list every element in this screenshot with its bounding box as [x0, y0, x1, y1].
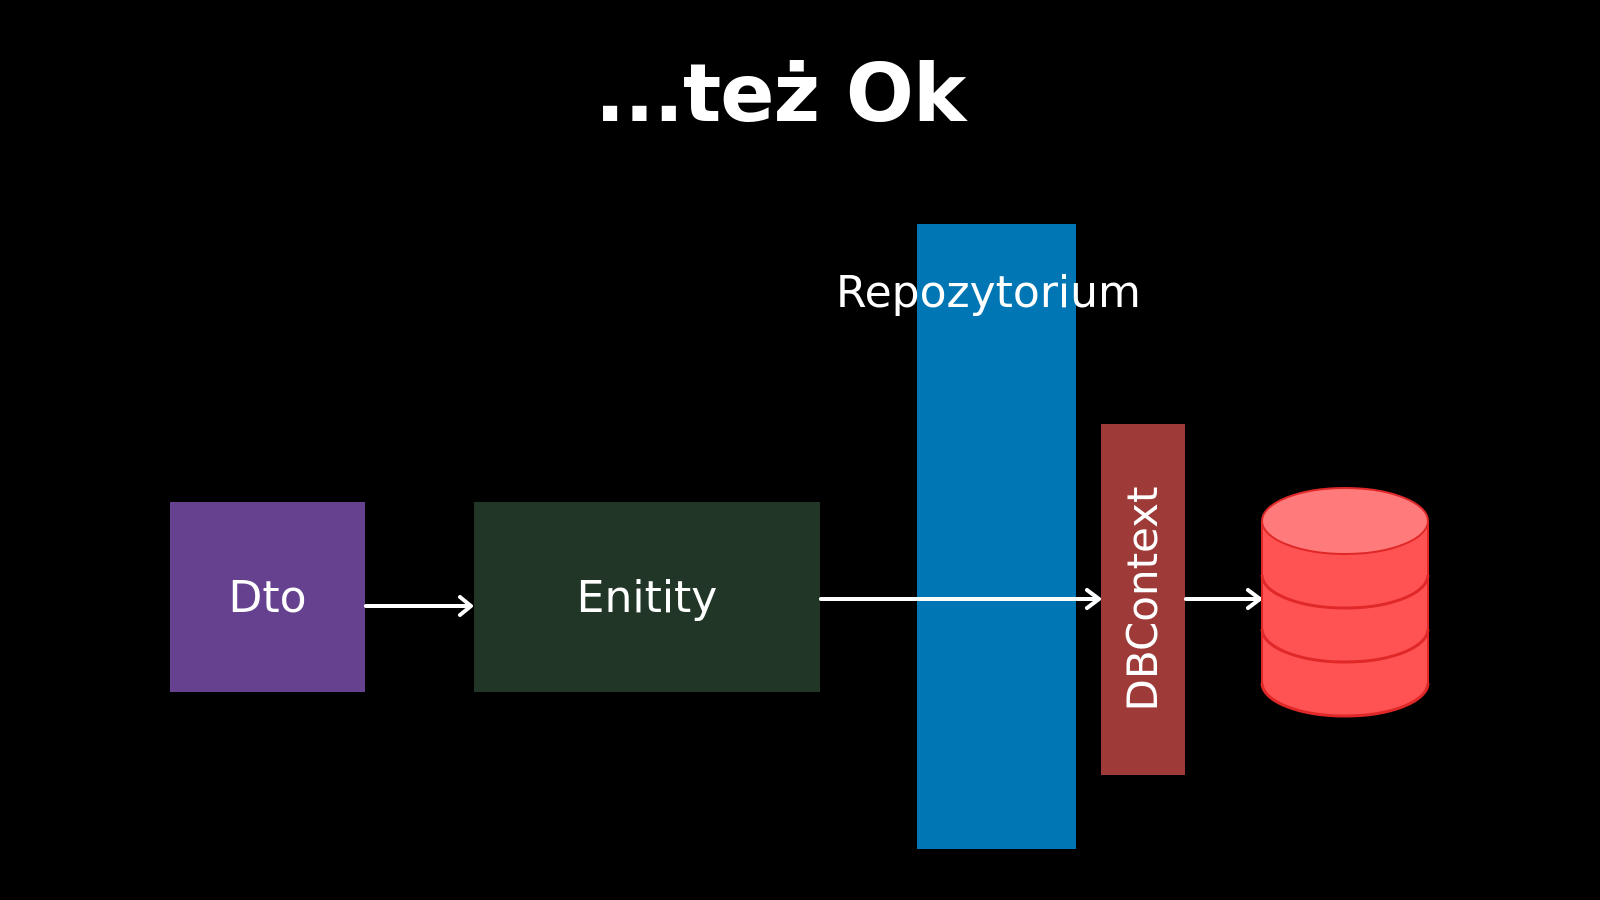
database-icon: [1260, 487, 1430, 718]
slide-title: ...też Ok: [594, 47, 966, 140]
entity-box: Enitity: [474, 502, 820, 692]
dto-label: Dto: [228, 571, 307, 623]
repository-label: Repozytorium: [836, 267, 1141, 318]
arrow-entity-to-dbcontext: [819, 588, 1101, 610]
repository-bar: [917, 224, 1076, 849]
arrow-dto-to-entity: [364, 595, 473, 617]
entity-label: Enitity: [576, 571, 718, 623]
dbcontext-bar: [1101, 424, 1185, 775]
arrow-dbcontext-to-database: [1184, 588, 1262, 610]
dto-box: Dto: [170, 502, 365, 692]
